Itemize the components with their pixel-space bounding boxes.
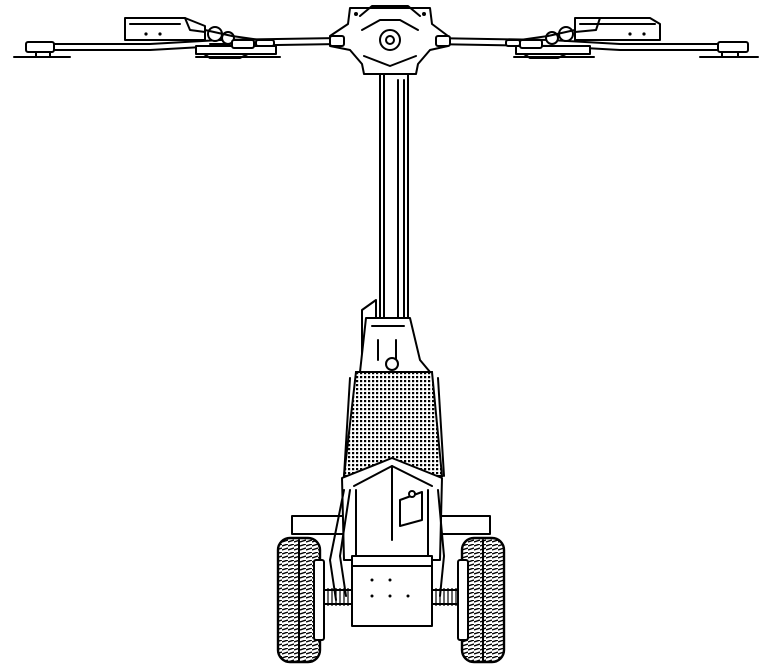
right-wheel xyxy=(457,536,506,664)
mesh-guard xyxy=(342,371,445,477)
body-housing xyxy=(291,457,491,627)
left-wheel xyxy=(276,536,325,664)
mast xyxy=(359,73,431,373)
center-hub xyxy=(329,5,451,75)
left-boom-arm xyxy=(13,17,341,59)
right-boom-arm xyxy=(429,17,759,59)
